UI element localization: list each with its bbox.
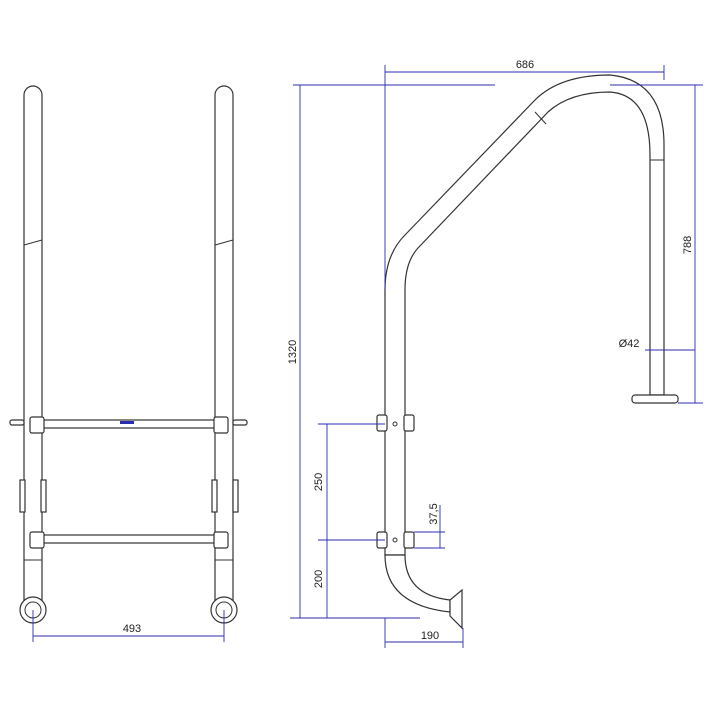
right-rail	[214, 85, 234, 601]
dimensions: 686 1320 788 Ø42 250 200 37,5 190 493	[32, 59, 703, 648]
left-rail	[23, 85, 43, 601]
bottom-step	[39, 534, 219, 544]
dim-diameter: Ø42	[619, 338, 640, 350]
foot-curve	[384, 554, 451, 613]
dim-493: 493	[123, 623, 141, 635]
dim-686: 686	[516, 59, 534, 71]
dim-1320: 1320	[287, 340, 299, 364]
dim-190: 190	[421, 630, 439, 642]
dim-250: 250	[313, 473, 325, 491]
dim-200: 200	[313, 570, 325, 588]
base-plate	[631, 394, 679, 404]
front-view	[9, 85, 248, 624]
dim-37-5: 37,5	[428, 503, 440, 524]
side-view	[376, 74, 679, 630]
handrail-tube	[384, 74, 665, 556]
dim-788: 788	[682, 236, 694, 254]
